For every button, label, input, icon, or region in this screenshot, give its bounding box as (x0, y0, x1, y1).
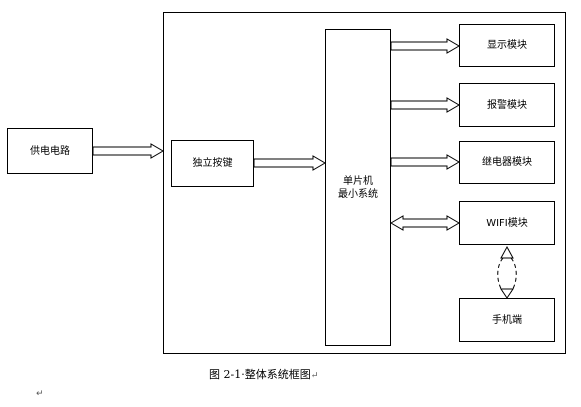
relay-module-box: 继电器模块 (459, 141, 555, 184)
alarm-module-label: 报警模块 (487, 99, 527, 111)
mcu-box: 单片机 最小系统 (325, 29, 391, 346)
system-boundary (163, 12, 566, 354)
figure-caption-text: 图 2-1·整体系统框图 (209, 368, 311, 381)
mcu-label-line1: 单片机 (343, 175, 373, 187)
wireless-arrowhead-top (500, 245, 514, 259)
button-label: 独立按键 (192, 158, 233, 169)
arrow-mcu-to-display (390, 38, 460, 54)
display-module-label: 显示模块 (487, 40, 527, 51)
arrow-mcu-wifi-bidirectional (390, 215, 460, 231)
relay-module-label: 继电器模块 (482, 157, 532, 168)
power-supply-label: 供电电路 (30, 145, 70, 157)
arrow-button-to-mcu (253, 155, 326, 171)
wireless-arrowhead-bottom (500, 288, 514, 299)
mcu-label-line2: 最小系统 (338, 188, 378, 200)
figure-caption: 图 2-1·整体系统框图↵ (209, 366, 318, 382)
display-module-box: 显示模块 (459, 24, 555, 67)
arrow-mcu-to-alarm (390, 97, 460, 113)
wifi-module-box: WIFI模块 (459, 201, 555, 245)
arrow-mcu-to-relay (390, 154, 460, 170)
wifi-module-label: WIFI模块 (486, 217, 528, 229)
wireless-link (497, 257, 517, 293)
paragraph-mark: ↵ (36, 389, 44, 399)
arrow-power-to-system (92, 143, 164, 159)
caption-paragraph-mark: ↵ (310, 371, 319, 381)
phone-box: 手机端 (459, 298, 555, 342)
power-supply-box: 供电电路 (7, 128, 93, 174)
phone-label: 手机端 (492, 314, 522, 326)
button-box: 独立按键 (171, 140, 254, 187)
